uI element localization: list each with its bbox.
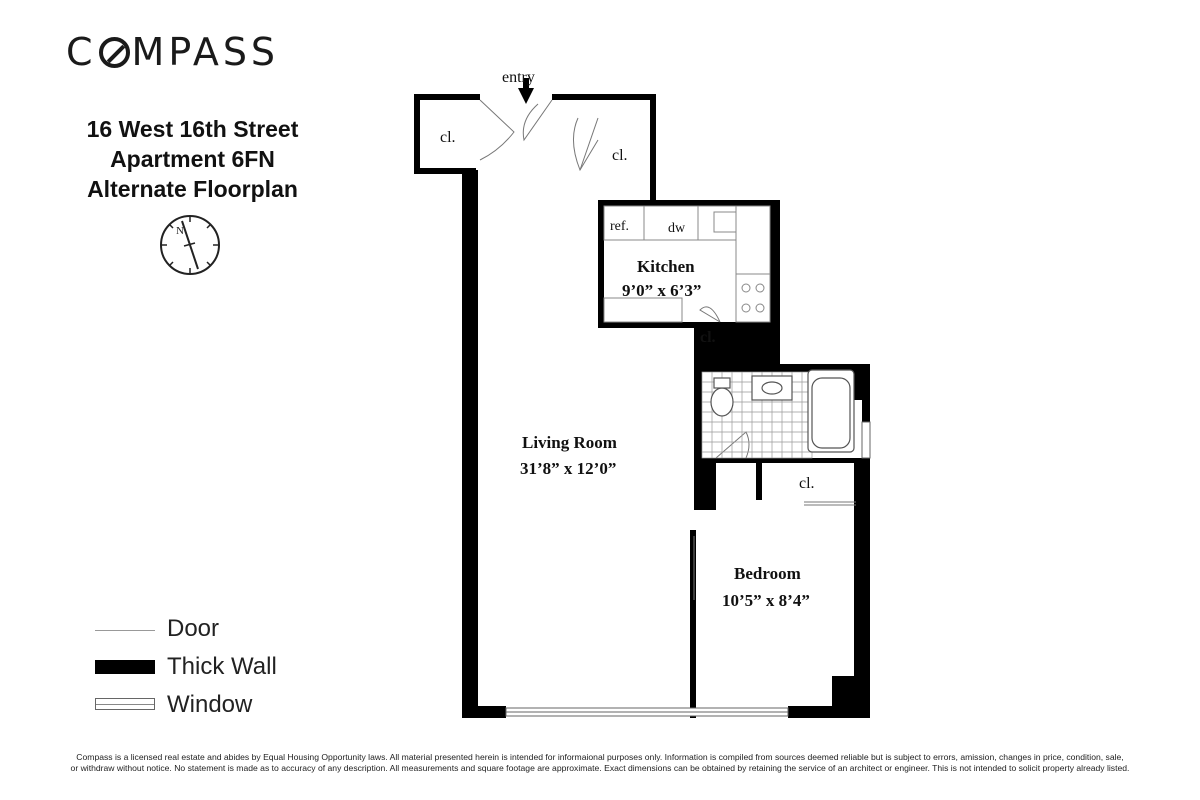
label-closet-entry-right: cl. [612,147,628,164]
legend-thick-wall-label: Thick Wall [167,653,277,680]
listing-title: 16 West 16th Street Apartment 6FN Altern… [60,114,325,204]
kitchen-name: Kitchen [637,257,695,276]
legend-window-label: Window [167,691,253,718]
legal-disclaimer: Compass is a licensed real estate and ab… [40,752,1160,774]
kitchen-fixtures [603,205,771,323]
label-bedroom-closet: cl. [799,475,815,492]
label-entry: entry [502,69,535,86]
label-closet-entry-left: cl. [440,129,456,146]
thick-walls [414,94,870,718]
label-ref: ref. [610,219,629,234]
entry-window-frames [505,421,871,717]
living-room-name: Living Room [522,433,617,452]
disclaimer-line-2: or withdraw without notice. No statement… [70,763,1130,773]
room-labels: entry cl. cl. ref. dw Kitchen 9’0” x 6’3… [440,69,815,610]
entry-arrow-icon [518,88,534,104]
label-dw: dw [668,221,686,236]
door-swings [479,99,856,600]
logo-o-glyph [98,37,130,68]
thick-wall-symbol-icon [95,660,155,674]
legend: Door Thick Wall Window [95,612,315,722]
listing-address: 16 West 16th Street [86,116,299,142]
bedroom-dimensions: 10’5” x 8’4” [722,591,810,610]
listing-subtitle: Alternate Floorplan [87,176,298,202]
north-label: N [176,225,184,237]
door-symbol-icon [95,630,155,631]
label-kitchen-closet: cl. [700,329,716,346]
bathroom-fixtures [710,369,855,453]
disclaimer-line-1: Compass is a licensed real estate and ab… [76,752,1124,762]
north-arrow-icon: N [160,215,220,275]
legend-door: Door [95,612,315,642]
kitchen-dimensions: 9’0” x 6’3” [622,281,701,300]
listing-unit: Apartment 6FN [110,146,275,172]
living-room-dimensions: 31’8” x 12’0” [520,459,616,478]
legend-door-label: Door [167,615,220,642]
window-symbol-icon [95,698,155,710]
floorplan: entry cl. cl. ref. dw Kitchen 9’0” x 6’3… [414,69,871,718]
legend-window: Window [95,688,315,718]
bedroom-name: Bedroom [734,564,801,583]
legend-thick-wall: Thick Wall [95,650,315,680]
